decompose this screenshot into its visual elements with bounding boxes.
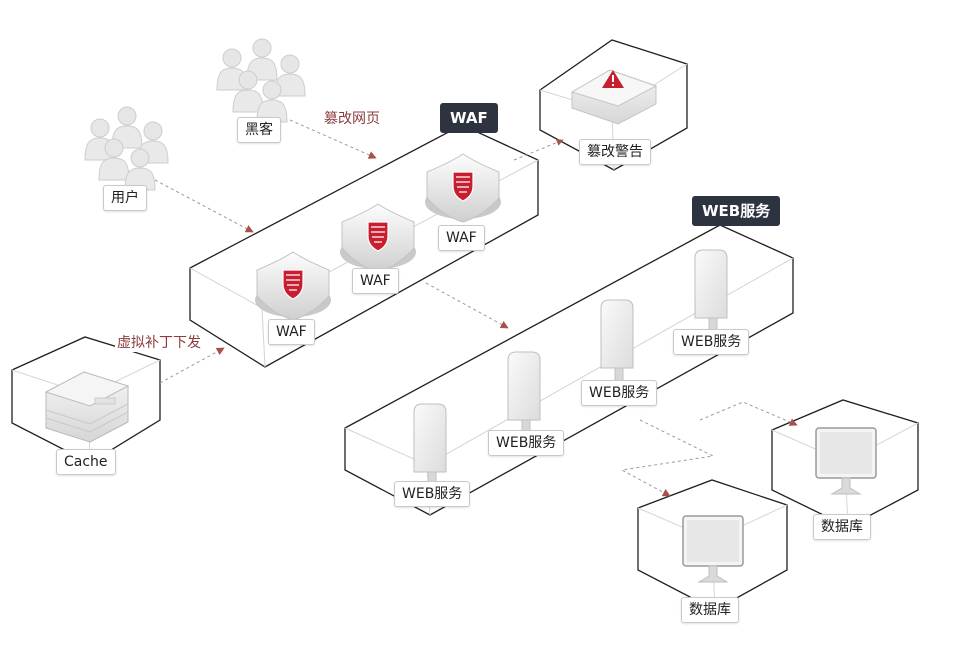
waf-group-tag: WAF — [440, 103, 498, 133]
web-node-label: WEB服务 — [394, 481, 471, 507]
hacker-group-icon — [216, 38, 306, 123]
tamper-page-label: 篡改网页 — [322, 108, 382, 128]
hacker-label: 黑客 — [237, 117, 281, 143]
cache-server-icon — [44, 371, 130, 443]
database-label: 数据库 — [681, 597, 739, 623]
waf-node-label: WAF — [268, 319, 315, 345]
waf-node-label: WAF — [352, 268, 399, 294]
cache-box — [11, 336, 161, 464]
web-node-label: WEB服务 — [581, 380, 658, 406]
flow-hacker-to-waf — [289, 119, 377, 159]
flow-users-to-waf — [154, 179, 254, 233]
users-label: 用户 — [103, 185, 147, 211]
user-group-icon — [84, 106, 169, 191]
waf-node-label: WAF — [438, 225, 485, 251]
flow-waf-to-web — [425, 282, 509, 329]
warning-icon — [570, 69, 658, 125]
cache-label: Cache — [56, 449, 116, 475]
flow-web-to-database-2 — [699, 401, 798, 426]
web-node-label: WEB服务 — [488, 430, 565, 456]
virtual-patch-label: 虚拟补丁下发 — [115, 332, 203, 352]
database-label: 数据库 — [813, 514, 871, 540]
tamper-alert-label: 篡改警告 — [579, 139, 651, 165]
web-node-label: WEB服务 — [673, 329, 750, 355]
flow-cache-to-waf — [159, 347, 225, 384]
flow-web-to-database-1 — [620, 419, 715, 497]
flow-waf-to-alert — [513, 139, 564, 161]
web-group-tag: WEB服务 — [692, 196, 781, 226]
